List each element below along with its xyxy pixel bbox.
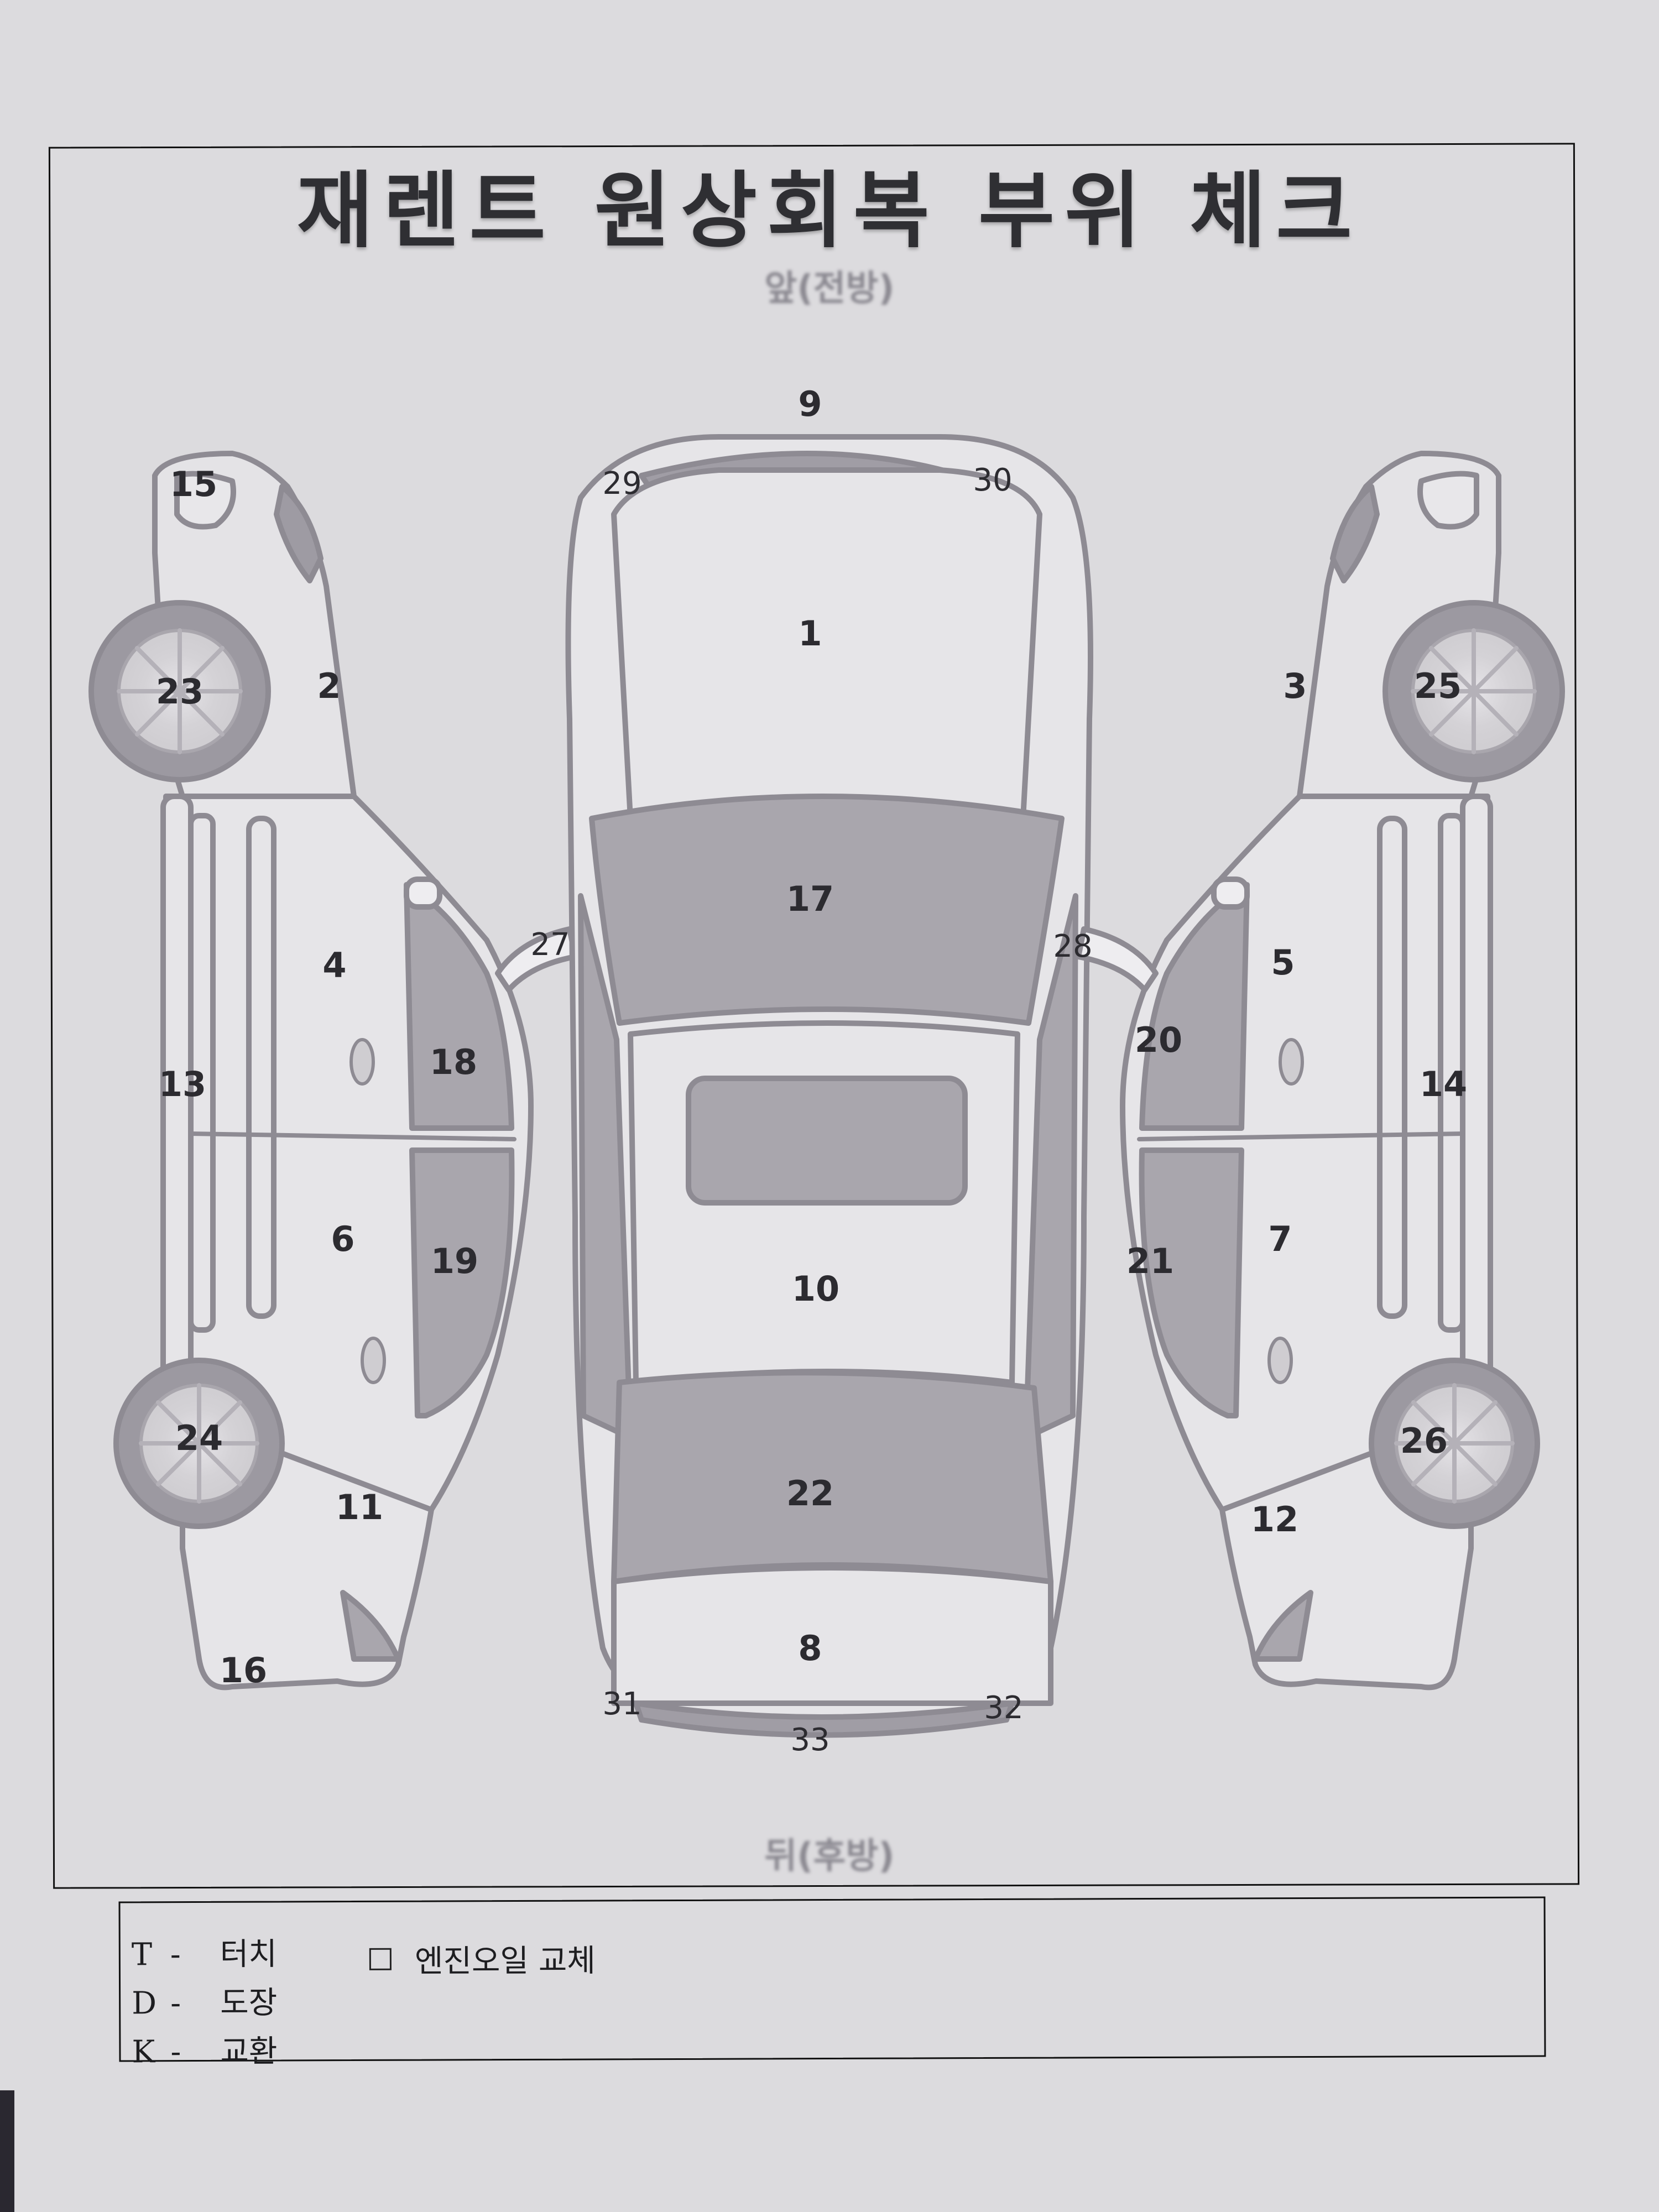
right-mirror-28[interactable] — [1076, 926, 1159, 993]
part-label-2: 2 — [317, 666, 341, 706]
left-mirror-base — [404, 877, 442, 910]
top-view — [565, 434, 1093, 1738]
right-door-split — [1137, 1131, 1465, 1141]
part-label-19: 19 — [431, 1241, 478, 1281]
trunk-8[interactable] — [611, 1565, 1053, 1706]
desk-background — [0, 2090, 14, 2212]
part-label-12: 12 — [1251, 1499, 1298, 1540]
legend-item-paint: D- 도장 — [132, 1979, 277, 2028]
part-number-labels: 15 23 2 4 13 18 6 19 24 11 16 27 9 29 30… — [156, 384, 1467, 1758]
legend-dash: - — [170, 2034, 181, 2070]
part-label-3: 3 — [1283, 666, 1307, 706]
part-label-9: 9 — [798, 384, 822, 424]
legend-code: T — [131, 1937, 153, 1973]
legend-item-touch: T- 터치 — [132, 1931, 277, 1980]
right-side-view — [1076, 451, 1565, 1691]
left-front-wheel-23[interactable] — [88, 600, 271, 782]
legend-meaning: 교환 — [220, 2033, 278, 2070]
part-label-1: 1 — [798, 613, 822, 654]
part-label-31: 31 — [602, 1686, 641, 1722]
right-front-wheel-25[interactable] — [1383, 600, 1565, 782]
part-label-14: 14 — [1420, 1064, 1467, 1104]
legend-meaning: 도장 — [220, 1985, 278, 2021]
part-label-28: 28 — [1053, 928, 1092, 964]
part-label-33: 33 — [790, 1722, 830, 1758]
part-label-4: 4 — [322, 945, 346, 985]
left-rear-window-19[interactable] — [409, 1147, 515, 1418]
windshield-17[interactable] — [589, 794, 1065, 1026]
engine-oil-label: 엔진오일 교체 — [414, 1943, 596, 1980]
part-label-6: 6 — [331, 1219, 354, 1259]
legend-item-replace: K- 교환 — [132, 2028, 277, 2077]
part-label-15: 15 — [170, 464, 217, 504]
part-label-21: 21 — [1126, 1241, 1174, 1281]
legend-code: D — [132, 1985, 157, 2022]
left-rear-wheel-24[interactable] — [113, 1358, 285, 1529]
right-rear-lamp — [1253, 1590, 1313, 1662]
left-door-frame — [188, 813, 216, 1333]
part-label-26: 26 — [1400, 1421, 1448, 1461]
right-pillar-strip — [1377, 816, 1407, 1319]
left-front-door-handle — [349, 1038, 375, 1086]
part-label-5: 5 — [1271, 942, 1295, 983]
left-front-window-18[interactable] — [404, 882, 514, 1131]
legend-dash: - — [170, 1985, 181, 2022]
part-label-29: 29 — [602, 466, 641, 502]
left-rear-lamp — [340, 1590, 401, 1662]
right-front-window-20[interactable] — [1139, 882, 1250, 1131]
right-rear-door-handle — [1267, 1337, 1293, 1384]
right-rear-window-21[interactable] — [1139, 1147, 1244, 1418]
part-label-7: 7 — [1268, 1219, 1292, 1259]
hood-1[interactable] — [611, 467, 1042, 821]
legend-meaning: 터치 — [220, 1936, 277, 1973]
part-label-10: 10 — [792, 1269, 839, 1309]
part-label-16: 16 — [220, 1650, 267, 1691]
right-rear-wheel-26[interactable] — [1369, 1358, 1540, 1529]
left-side-view — [88, 451, 578, 1691]
engine-oil-checkbox[interactable] — [369, 1948, 392, 1970]
part-label-8: 8 — [798, 1628, 822, 1668]
right-front-lamp — [1330, 484, 1380, 583]
part-label-32: 32 — [984, 1690, 1023, 1726]
legend-code: K — [132, 2034, 155, 2070]
part-label-24: 24 — [175, 1418, 223, 1458]
right-door-frame — [1438, 813, 1465, 1333]
sunroof — [686, 1076, 968, 1206]
page-title: 재렌트 원상회복 부위 체크 — [296, 163, 1363, 259]
front-direction-label: 앞(전방) — [764, 268, 895, 309]
rear-bumper-33[interactable] — [633, 1700, 1015, 1738]
left-pillar-strip — [246, 816, 276, 1319]
left-front-lamp — [274, 484, 324, 583]
legend-dash: - — [170, 1937, 181, 1973]
part-label-22: 22 — [786, 1473, 834, 1514]
part-label-20: 20 — [1135, 1020, 1182, 1060]
part-label-11: 11 — [336, 1487, 383, 1527]
right-mirror-base — [1211, 877, 1250, 910]
legend-list: T-터치 D-도장 K-교환 — [132, 1931, 278, 2077]
part-label-25: 25 — [1414, 666, 1462, 706]
part-label-17: 17 — [786, 879, 834, 919]
left-door-split — [189, 1131, 517, 1141]
right-headlamp — [1417, 471, 1479, 530]
part-label-18: 18 — [430, 1042, 477, 1082]
left-rear-door-handle — [361, 1337, 386, 1384]
part-label-23: 23 — [156, 671, 204, 712]
rear-direction-label: 뒤(후방) — [764, 1836, 895, 1877]
left-headlamp-15[interactable] — [174, 471, 236, 530]
right-front-door-handle — [1279, 1038, 1304, 1086]
part-label-13: 13 — [159, 1064, 206, 1104]
part-label-30: 30 — [973, 462, 1012, 498]
engine-oil-check[interactable]: 엔진오일 교체 — [369, 1936, 596, 1981]
part-label-27: 27 — [530, 927, 570, 963]
legend-box: T-터치 D-도장 K-교환 엔진오일 교체 — [118, 1896, 1546, 2070]
